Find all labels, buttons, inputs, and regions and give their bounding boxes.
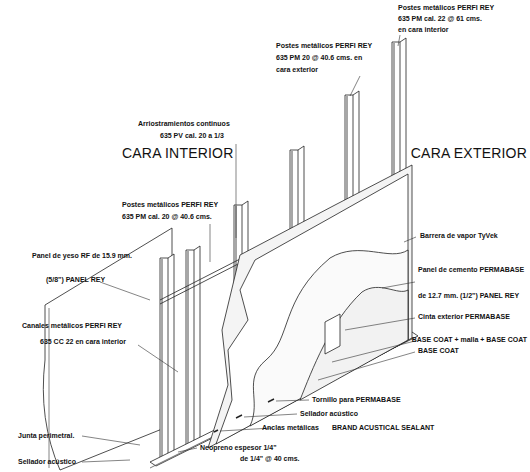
callout-label: (5/8") PANEL REY	[46, 276, 105, 284]
callout-label: Anclas metálicas	[262, 424, 319, 432]
callout-label: BASE COAT	[418, 347, 459, 355]
vapor-barrier	[208, 165, 412, 448]
callout-label: Neopreno espesor 1/4"	[200, 444, 276, 452]
callout-label: Postes metálicos PERFI REY	[276, 42, 372, 50]
callout-label: Tornillo para PERMABASE	[312, 396, 401, 404]
callout-label: Postes metálicos PERFI REY	[122, 201, 218, 209]
gypsum-edge	[49, 308, 50, 468]
leader-lines	[82, 35, 416, 462]
callout-label: Canales metálicos PERFI REY	[22, 322, 122, 330]
callout-label: BRAND ACUSTICAL SEALANT	[332, 424, 434, 432]
callout-label: Arriostramientos continuos	[138, 120, 230, 128]
side-title: CARA EXTERIOR	[411, 146, 527, 161]
callout-label: de 1/4" @ 40 cms.	[240, 455, 300, 463]
callout-label: 635 PM cal. 20 @ 40.6 cms.	[122, 213, 212, 221]
cement-panel	[216, 174, 408, 444]
callout-label: BASE COAT + malla + BASE COAT	[412, 336, 527, 344]
callout-label: Junta perimetral.	[18, 432, 74, 440]
callout-label: en cara interior	[398, 26, 449, 34]
callout-label: Barrera de vapor TyVek	[420, 232, 498, 240]
callout-label: Sellador acústico	[300, 410, 358, 418]
callout-label: 635 CC 22 en cara interior	[40, 338, 126, 346]
callout-label: 635 PM cal. 22 @ 61 cms.	[398, 15, 482, 23]
metal-stud	[160, 254, 174, 460]
callout-label: Panel de cemento PERMABASE	[418, 266, 524, 274]
callout-label: Postes metálicos PERFI REY	[398, 4, 494, 12]
side-title: CARA INTERIOR	[122, 146, 234, 161]
callout-label: cara exterior	[276, 66, 318, 74]
base-coat-mesh	[300, 287, 408, 400]
callout-label: Sellador acústico	[18, 458, 76, 466]
callout-label: Panel de yeso RF de 15.9 mm.	[32, 252, 132, 260]
callout-label: Cinta exterior PERMABASE	[418, 313, 510, 321]
callout-label: 635 PM 20 @ 40.6 cms. en	[276, 54, 362, 62]
callout-label: de 12.7 mm. (1/2") PANEL REY	[418, 292, 519, 300]
exterior-tape	[325, 314, 340, 354]
metal-stud	[186, 246, 200, 447]
callout-label: 635 PV cal. 20 a 1/3	[160, 132, 224, 140]
